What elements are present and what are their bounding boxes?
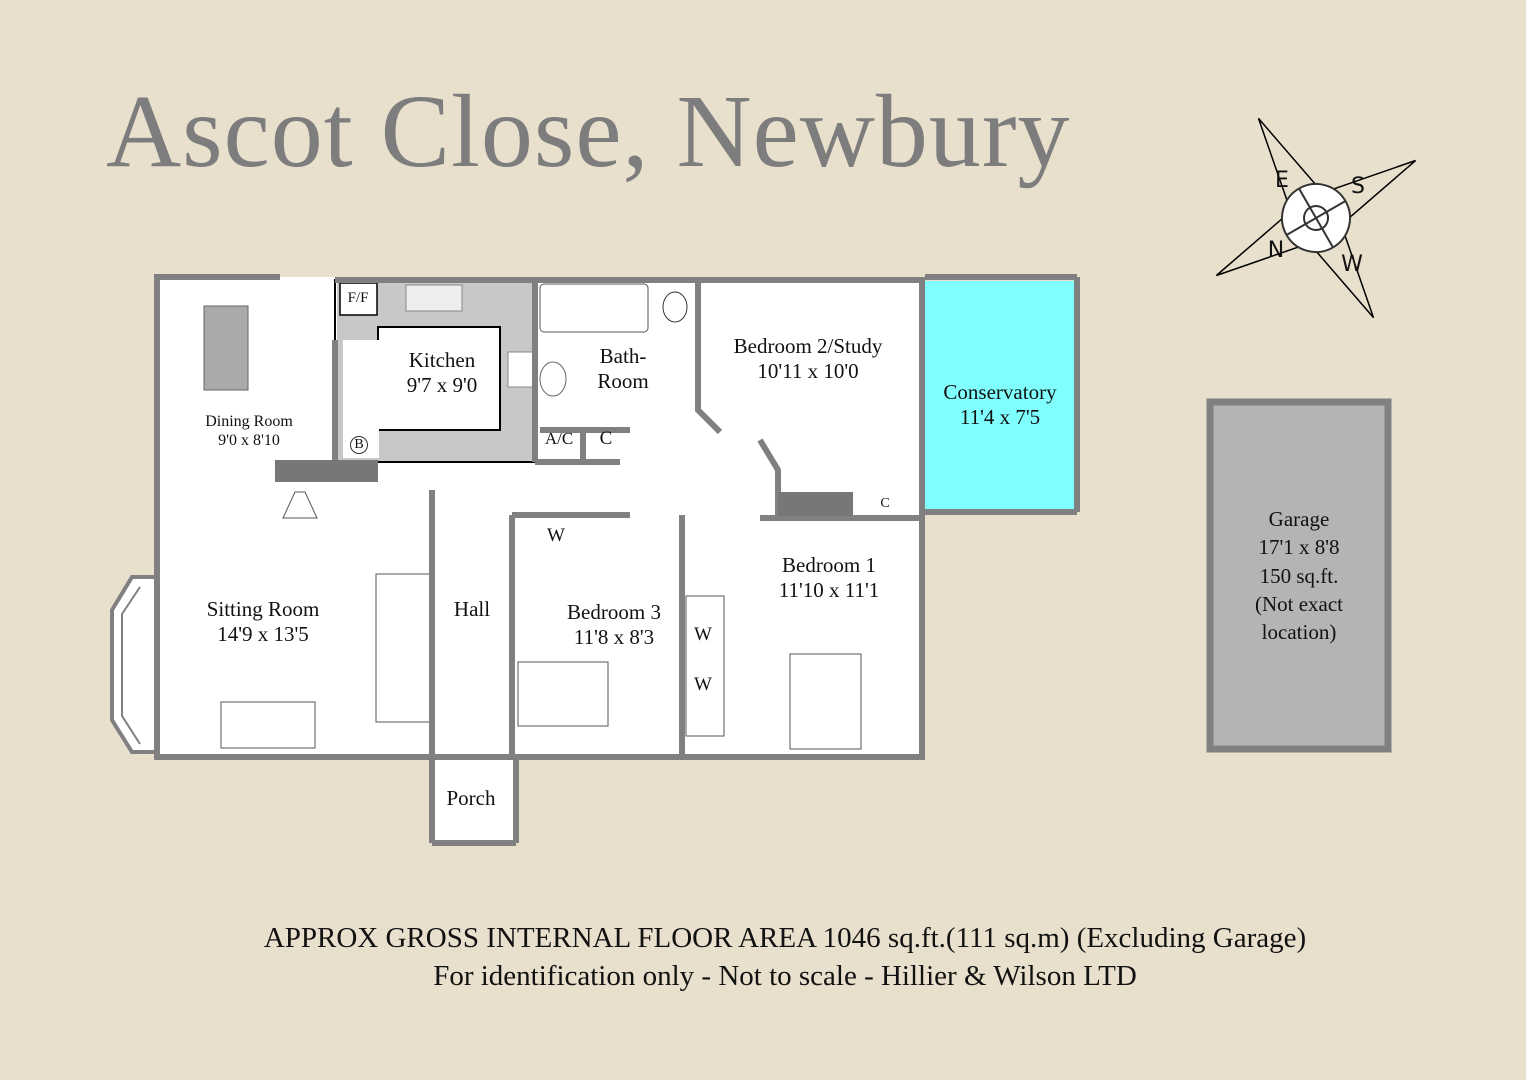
compass-letter-s: S	[1351, 174, 1365, 199]
bay-window-glass	[121, 586, 141, 745]
disclaimer-note: For identification only - Not to scale -…	[433, 960, 1137, 992]
wardrobe-label: W	[694, 674, 712, 695]
room-name: Bedroom 2/Study	[733, 334, 883, 358]
compass-rose-icon	[1215, 117, 1417, 319]
cupboard-label: C	[880, 496, 890, 511]
compass-letter-n: N	[1267, 238, 1285, 263]
room-name: Bath-	[599, 344, 647, 368]
room-size: 14'9 x 13'5	[217, 622, 309, 647]
room-size: 11'8 x 8'3	[573, 625, 655, 650]
room-area: 150 sq.ft.	[1259, 563, 1339, 588]
chimney-breast	[275, 460, 378, 482]
wardrobe-bed1	[685, 595, 725, 737]
walls	[154, 274, 1080, 846]
room-size: 9'0 x 8'10	[218, 432, 280, 450]
room-size: 11'4 x 7'5	[959, 405, 1041, 430]
room-size: 11'10 x 11'1	[778, 578, 880, 603]
compass-letter-e: E	[1275, 168, 1289, 193]
sink-icon	[405, 284, 463, 312]
double-bed-icon	[789, 653, 862, 750]
page-title: Ascot Close, Newbury	[106, 74, 1071, 189]
room-note: (Not exact	[1254, 592, 1344, 617]
room-note: location)	[1261, 620, 1337, 645]
fridge-freezer-label: F/F	[347, 290, 369, 306]
garage-label: Garage 17'1 x 8'8 150 sq.ft. (Not exact loca…	[1255, 505, 1343, 647]
room-name: Conservatory	[943, 380, 1057, 404]
porch-label: Porch	[446, 786, 496, 810]
room-name: Kitchen	[408, 348, 476, 372]
fridge-freezer	[339, 282, 378, 316]
bed2-cupboard-wall	[778, 492, 853, 516]
room-name: Room	[597, 369, 649, 394]
dining-table-icon	[203, 305, 249, 391]
conservatory-floor	[925, 281, 1075, 511]
armchairs-icon	[220, 701, 316, 749]
hall-label: Hall	[453, 597, 491, 621]
sofa-icon	[375, 573, 431, 723]
room-size: 9'7 x 9'0	[406, 373, 478, 398]
basin-icon	[539, 361, 567, 397]
hob-icon	[507, 351, 535, 388]
floor-area-note: APPROX GROSS INTERNAL FLOOR AREA 1046 sq…	[263, 922, 1307, 954]
garage	[1206, 398, 1392, 753]
bay-window	[110, 575, 159, 754]
room-name: Dining Room	[205, 413, 293, 430]
bed-icon	[517, 661, 609, 727]
fireplace-icon	[282, 491, 318, 519]
compass-letter-w: W	[1341, 252, 1363, 277]
room-name: Garage	[1268, 507, 1330, 531]
room-name: Bedroom 1	[782, 553, 876, 577]
bath-icon	[539, 283, 649, 333]
porch-floor	[432, 757, 516, 841]
room-name: Sitting Room	[206, 597, 320, 621]
room-name: Bedroom 3	[567, 600, 661, 624]
toilet-icon	[662, 291, 688, 323]
room-size: 10'11 x 10'0	[757, 359, 859, 384]
dining-room-label: Dining Room 9'0 x 8'10	[205, 412, 293, 450]
bathroom-label: Bath-Room	[597, 344, 648, 394]
wardrobe-label: W	[547, 525, 565, 546]
room-size: 17'1 x 8'8	[1258, 535, 1340, 560]
boiler-label: B	[350, 436, 368, 454]
cupboard-label: C	[599, 428, 613, 449]
wardrobe-label: W	[694, 624, 712, 645]
airing-cupboard-label: A/C	[544, 429, 574, 448]
